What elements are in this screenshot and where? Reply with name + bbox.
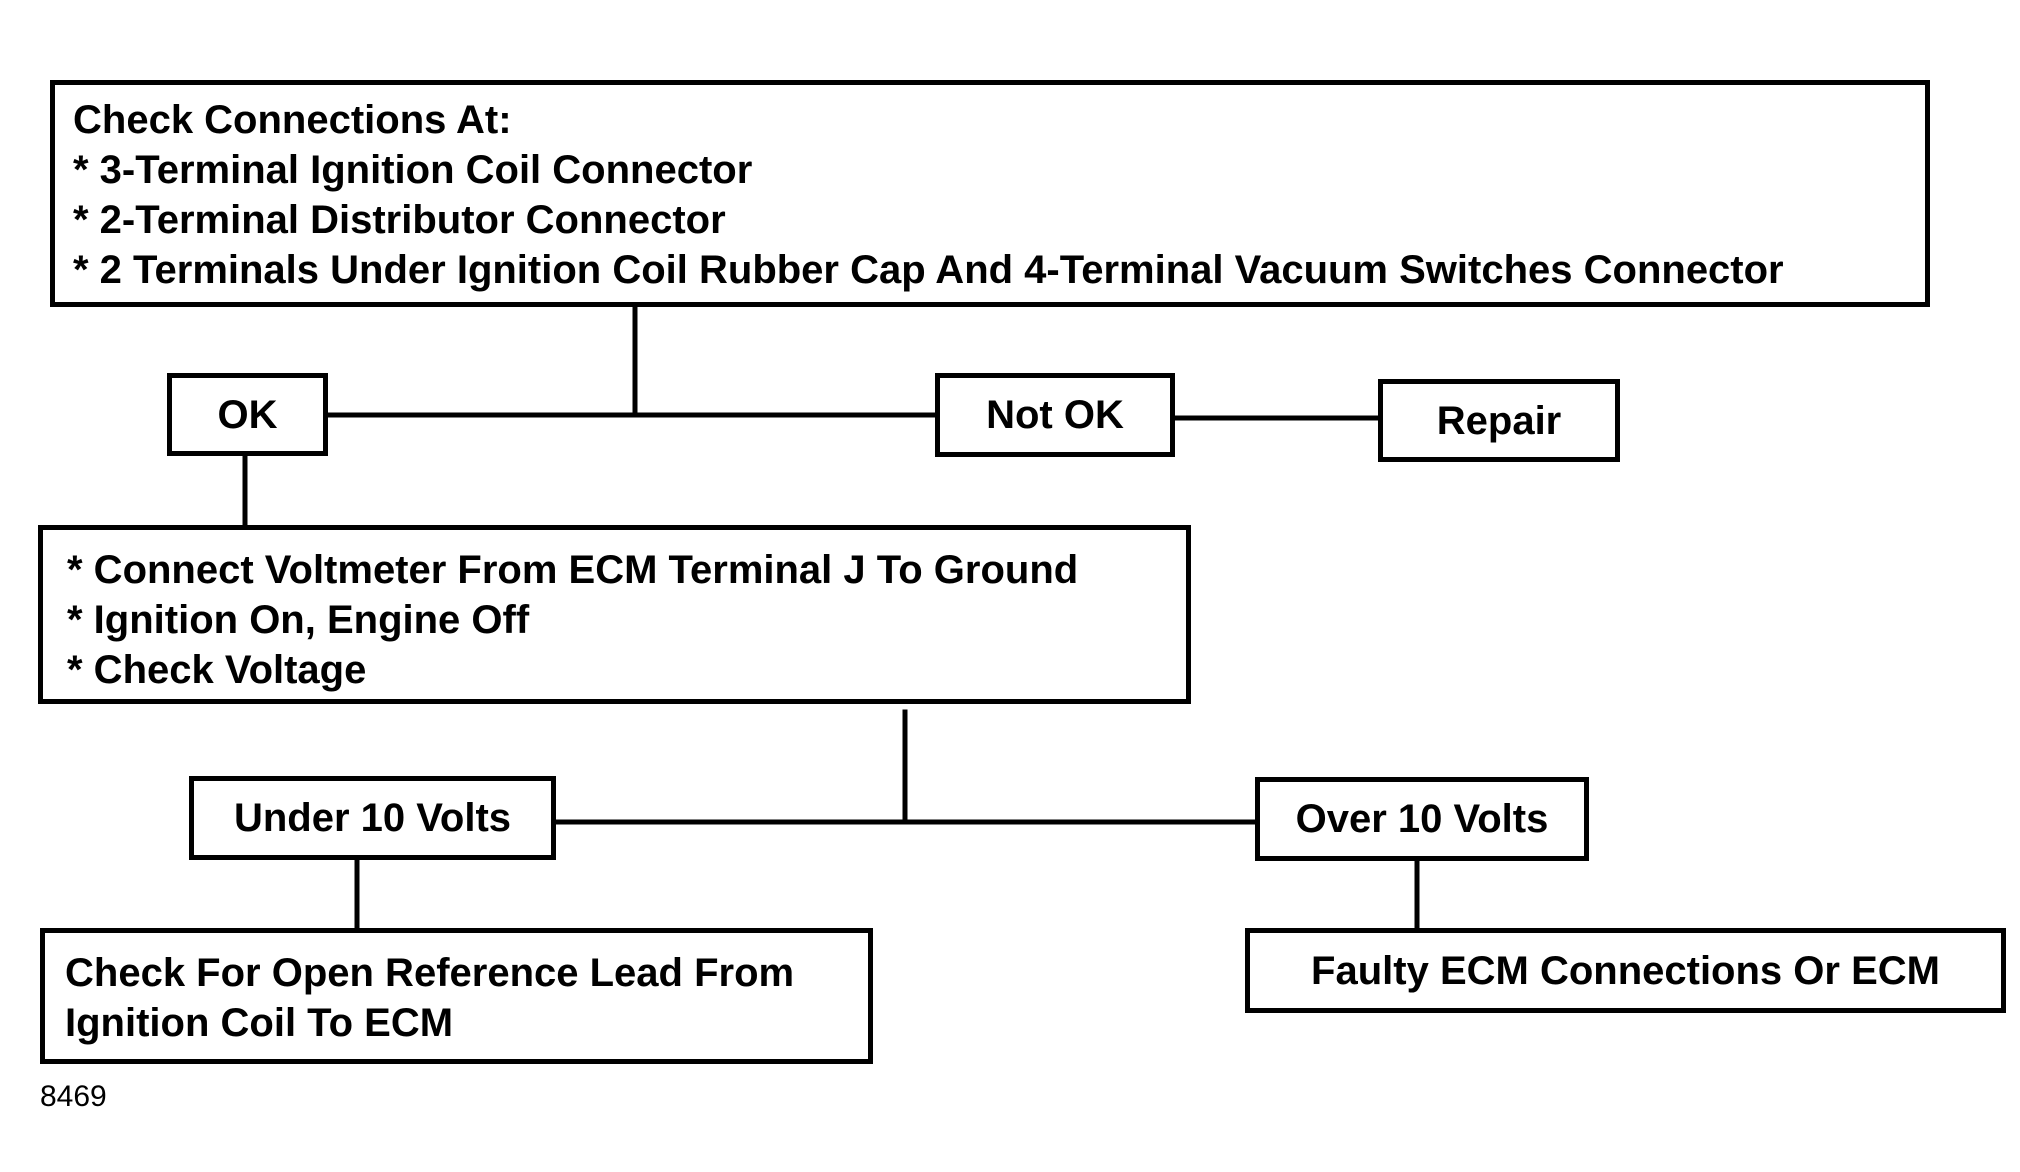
check-connections-item: * 2-Terminal Distributor Connector (73, 198, 726, 242)
over-10-volts-label: Over 10 Volts (1295, 797, 1549, 841)
open-reference-lead-line: Check For Open Reference Lead From (65, 951, 795, 995)
voltmeter-check-item: * Connect Voltmeter From ECM Terminal J … (67, 548, 1079, 592)
figure-number: 8469 (40, 1080, 107, 1113)
over-10-volts-box: Over 10 Volts (1255, 777, 1589, 861)
under-10-volts-label: Under 10 Volts (233, 796, 512, 840)
under-10-volts-box: Under 10 Volts (189, 776, 556, 860)
open-reference-lead-box: Check For Open Reference Lead From Ignit… (40, 928, 873, 1064)
check-connections-box: Check Connections At: * 3-Terminal Ignit… (50, 80, 1930, 307)
voltmeter-check-item: * Check Voltage (67, 648, 367, 692)
voltmeter-check-box: * Connect Voltmeter From ECM Terminal J … (38, 525, 1191, 704)
open-reference-lead-line: Ignition Coil To ECM (65, 1001, 454, 1045)
ok-box: OK (167, 373, 328, 456)
voltmeter-check-item: * Ignition On, Engine Off (67, 598, 530, 642)
repair-box: Repair (1378, 379, 1620, 462)
faulty-ecm-label: Faulty ECM Connections Or ECM (1311, 948, 1940, 993)
check-connections-heading: Check Connections At: (73, 98, 512, 142)
faulty-ecm-box: Faulty ECM Connections Or ECM (1245, 928, 2006, 1013)
check-connections-item: * 2 Terminals Under Ignition Coil Rubber… (73, 248, 1784, 292)
ok-label: OK (217, 392, 278, 437)
not-ok-label: Not OK (986, 393, 1124, 437)
repair-label: Repair (1436, 398, 1562, 443)
check-connections-item: * 3-Terminal Ignition Coil Connector (73, 148, 753, 192)
not-ok-box: Not OK (935, 373, 1175, 457)
